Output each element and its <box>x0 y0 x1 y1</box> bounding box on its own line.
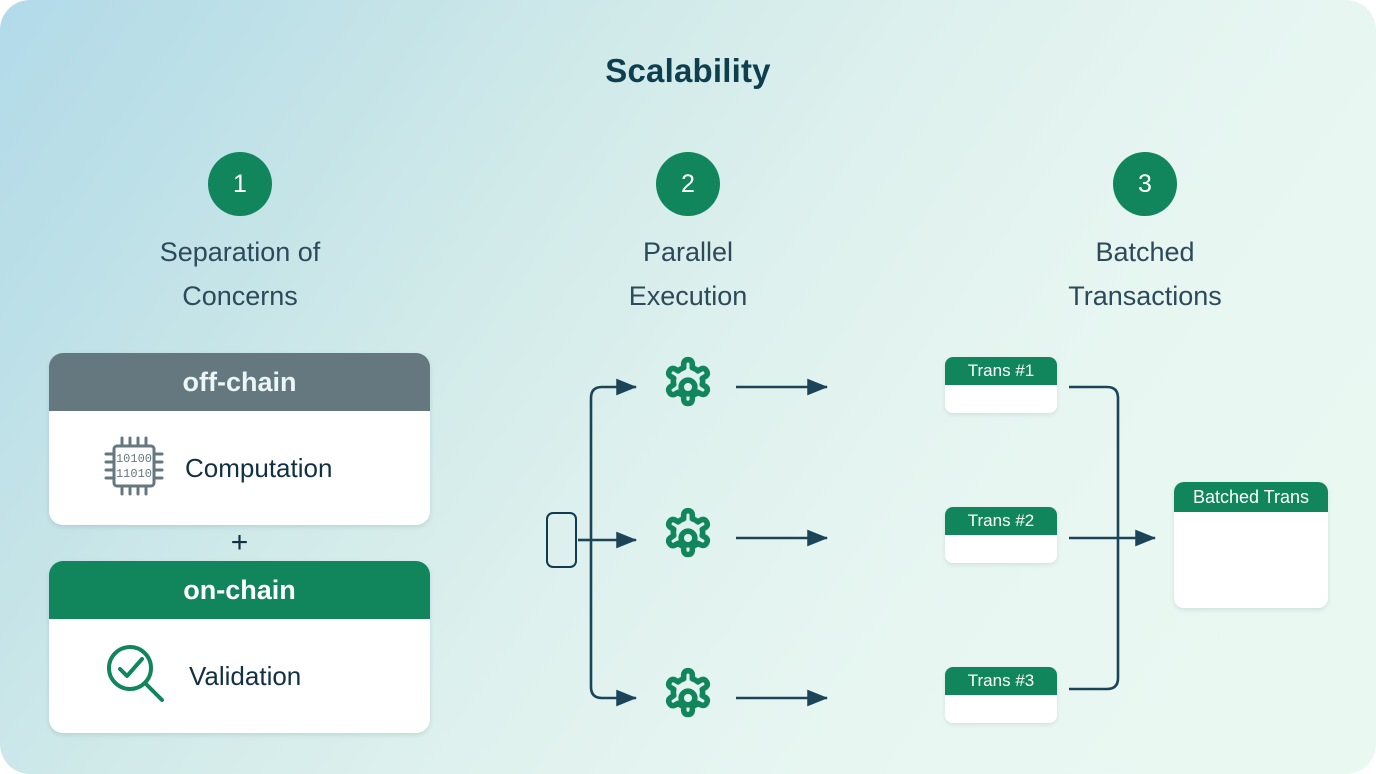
chip-icon: 10100 11010 <box>101 433 167 504</box>
transaction-card-3-body <box>945 695 1057 723</box>
transaction-card-2-body <box>945 535 1057 563</box>
step-badge-2: 2 <box>656 152 720 216</box>
batched-transaction-card: Batched Trans <box>1174 482 1328 608</box>
step-label-3: Batched Transactions <box>1068 237 1222 311</box>
step-label-2: Parallel Execution <box>628 237 748 311</box>
transaction-card-2: Trans #2 <box>945 507 1057 563</box>
step-column-2: 2 Parallel Execution <box>528 152 848 318</box>
step-column-3: 3 Batched Transactions <box>985 152 1305 318</box>
gear-icon-2 <box>657 507 719 569</box>
transaction-card-1-body <box>945 385 1057 413</box>
onchain-card-header: on-chain <box>49 561 430 619</box>
step-badge-3: 3 <box>1113 152 1177 216</box>
wire-split-to-gear-1 <box>589 378 638 540</box>
offchain-card-header: off-chain <box>49 353 430 411</box>
onchain-card-body: Validation <box>49 619 430 733</box>
wire-split-to-gear-3 <box>589 540 638 707</box>
gear-icon-3 <box>657 667 719 729</box>
chip-binary-row-2: 11010 <box>116 467 152 481</box>
magnifier-check-icon <box>101 639 171 714</box>
step-badge-1: 1 <box>208 152 272 216</box>
batched-transaction-card-body <box>1174 512 1328 608</box>
split-node <box>546 512 577 568</box>
onchain-item-label: Validation <box>189 660 302 691</box>
page-title: Scalability <box>605 52 771 89</box>
transaction-card-3-header: Trans #3 <box>945 667 1057 695</box>
step-column-1: 1 Separation of Concerns <box>80 152 400 318</box>
onchain-card: on-chain Validation <box>49 561 430 733</box>
plus-icon: + <box>230 526 249 559</box>
chip-binary-row-1: 10100 <box>116 452 152 466</box>
wire-merge-bracket <box>1069 385 1120 691</box>
transaction-card-1: Trans #1 <box>945 357 1057 413</box>
transaction-card-1-header: Trans #1 <box>945 357 1057 385</box>
gear-icon-1 <box>657 356 719 418</box>
batched-transaction-card-header: Batched Trans <box>1174 482 1328 512</box>
transaction-card-3: Trans #3 <box>945 667 1057 723</box>
transaction-card-2-header: Trans #2 <box>945 507 1057 535</box>
offchain-card: off-chain <box>49 353 430 525</box>
offchain-card-body: 10100 11010 Computation <box>49 411 430 525</box>
offchain-item-label: Computation <box>185 452 333 483</box>
step-label-1: Separation of Concerns <box>159 237 321 311</box>
